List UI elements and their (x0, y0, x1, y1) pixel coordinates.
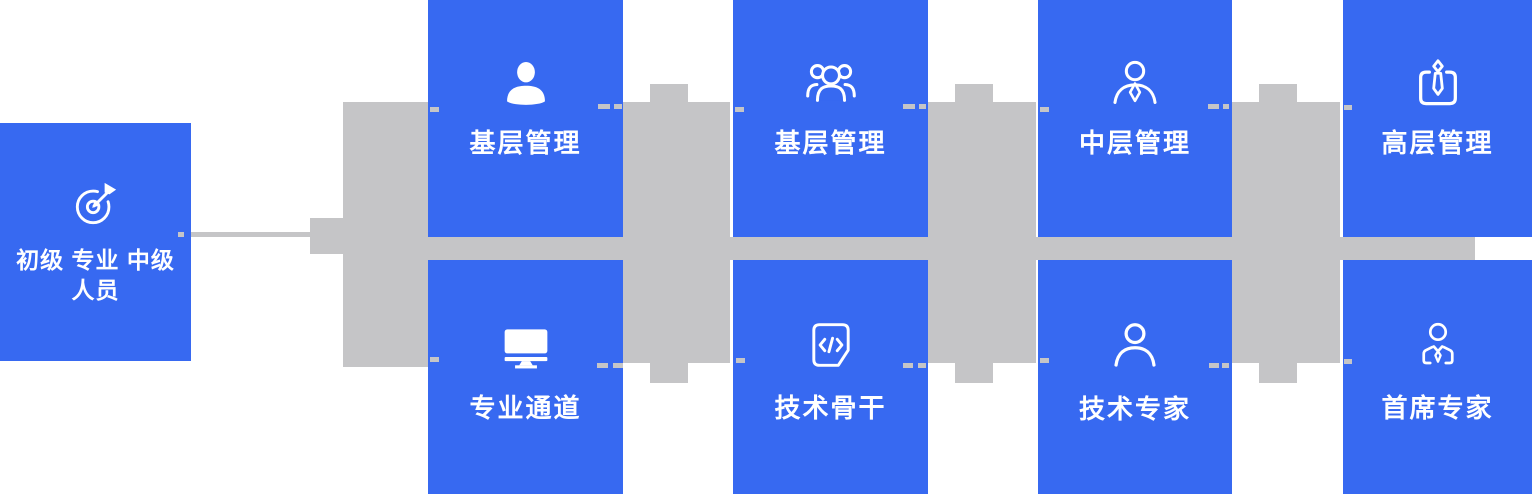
connector-dash (918, 363, 926, 368)
connector-tab (650, 84, 688, 102)
node-management-4: 高层管理 (1343, 0, 1532, 237)
node-management-1: 基层管理 (428, 0, 623, 237)
connector-tab (650, 363, 688, 383)
connector-dash (903, 363, 913, 368)
node-label: 基层管理 (774, 127, 887, 158)
code-document-icon (811, 323, 850, 367)
connector-block (1232, 102, 1340, 363)
connector-dash (1344, 105, 1352, 110)
node-label: 技术专家 (1078, 394, 1191, 425)
connector-dash (1344, 359, 1352, 364)
node-label: 基层管理 (469, 127, 582, 158)
connector-tab (955, 84, 993, 102)
connector-dash (597, 363, 608, 368)
node-label: 高层管理 (1381, 127, 1494, 158)
node-label: 技术骨干 (774, 393, 887, 424)
connector-block (928, 102, 1036, 363)
node-start: 初级 专业 中级 人员 (0, 123, 191, 361)
connector-dash (735, 107, 744, 112)
connector-dash (430, 357, 439, 362)
node-professional-2: 技术骨干 (733, 260, 928, 494)
node-management-3: 中层管理 (1038, 0, 1232, 237)
connector-line (191, 232, 311, 237)
connector-tab (1259, 363, 1297, 383)
connector-dash (614, 104, 622, 109)
connector-dash (1223, 104, 1229, 109)
connector-dash (903, 104, 915, 109)
target-arrow-icon (75, 183, 116, 225)
user-group-icon (805, 63, 856, 102)
connector-tab (1259, 84, 1297, 102)
node-label: 中层管理 (1078, 127, 1191, 158)
connector-tab (955, 363, 993, 383)
connector-dash (1209, 363, 1219, 368)
connector-dash (1222, 363, 1229, 368)
node-professional-3: 技术专家 (1038, 260, 1232, 494)
connector-dash (598, 104, 610, 109)
connector-dash (919, 104, 926, 109)
node-label: 首席专家 (1381, 393, 1494, 424)
connector-dash (430, 107, 439, 112)
tie-badge-icon (1418, 58, 1457, 105)
connector-dash (736, 358, 745, 363)
node-management-2: 基层管理 (733, 0, 928, 237)
connector-block (623, 102, 730, 363)
node-professional-1: 专业通道 (428, 260, 623, 494)
connector-block (343, 102, 428, 367)
user-tie-icon (1113, 60, 1157, 104)
connector-dash (1040, 107, 1049, 112)
user-solid-icon (506, 61, 545, 105)
node-professional-4: 首席专家 (1343, 260, 1532, 494)
user-suit-icon (1421, 323, 1454, 365)
user-outline-icon (1114, 323, 1156, 367)
node-label: 初级 专业 中级 人员 (16, 247, 175, 303)
node-label: 专业通道 (469, 393, 582, 424)
connector-dash (1208, 104, 1219, 109)
monitor-icon (504, 329, 547, 369)
connector-dash (613, 363, 623, 368)
connector-dash (1040, 358, 1049, 363)
connector-dash (178, 232, 184, 237)
connector-tab (310, 218, 343, 254)
